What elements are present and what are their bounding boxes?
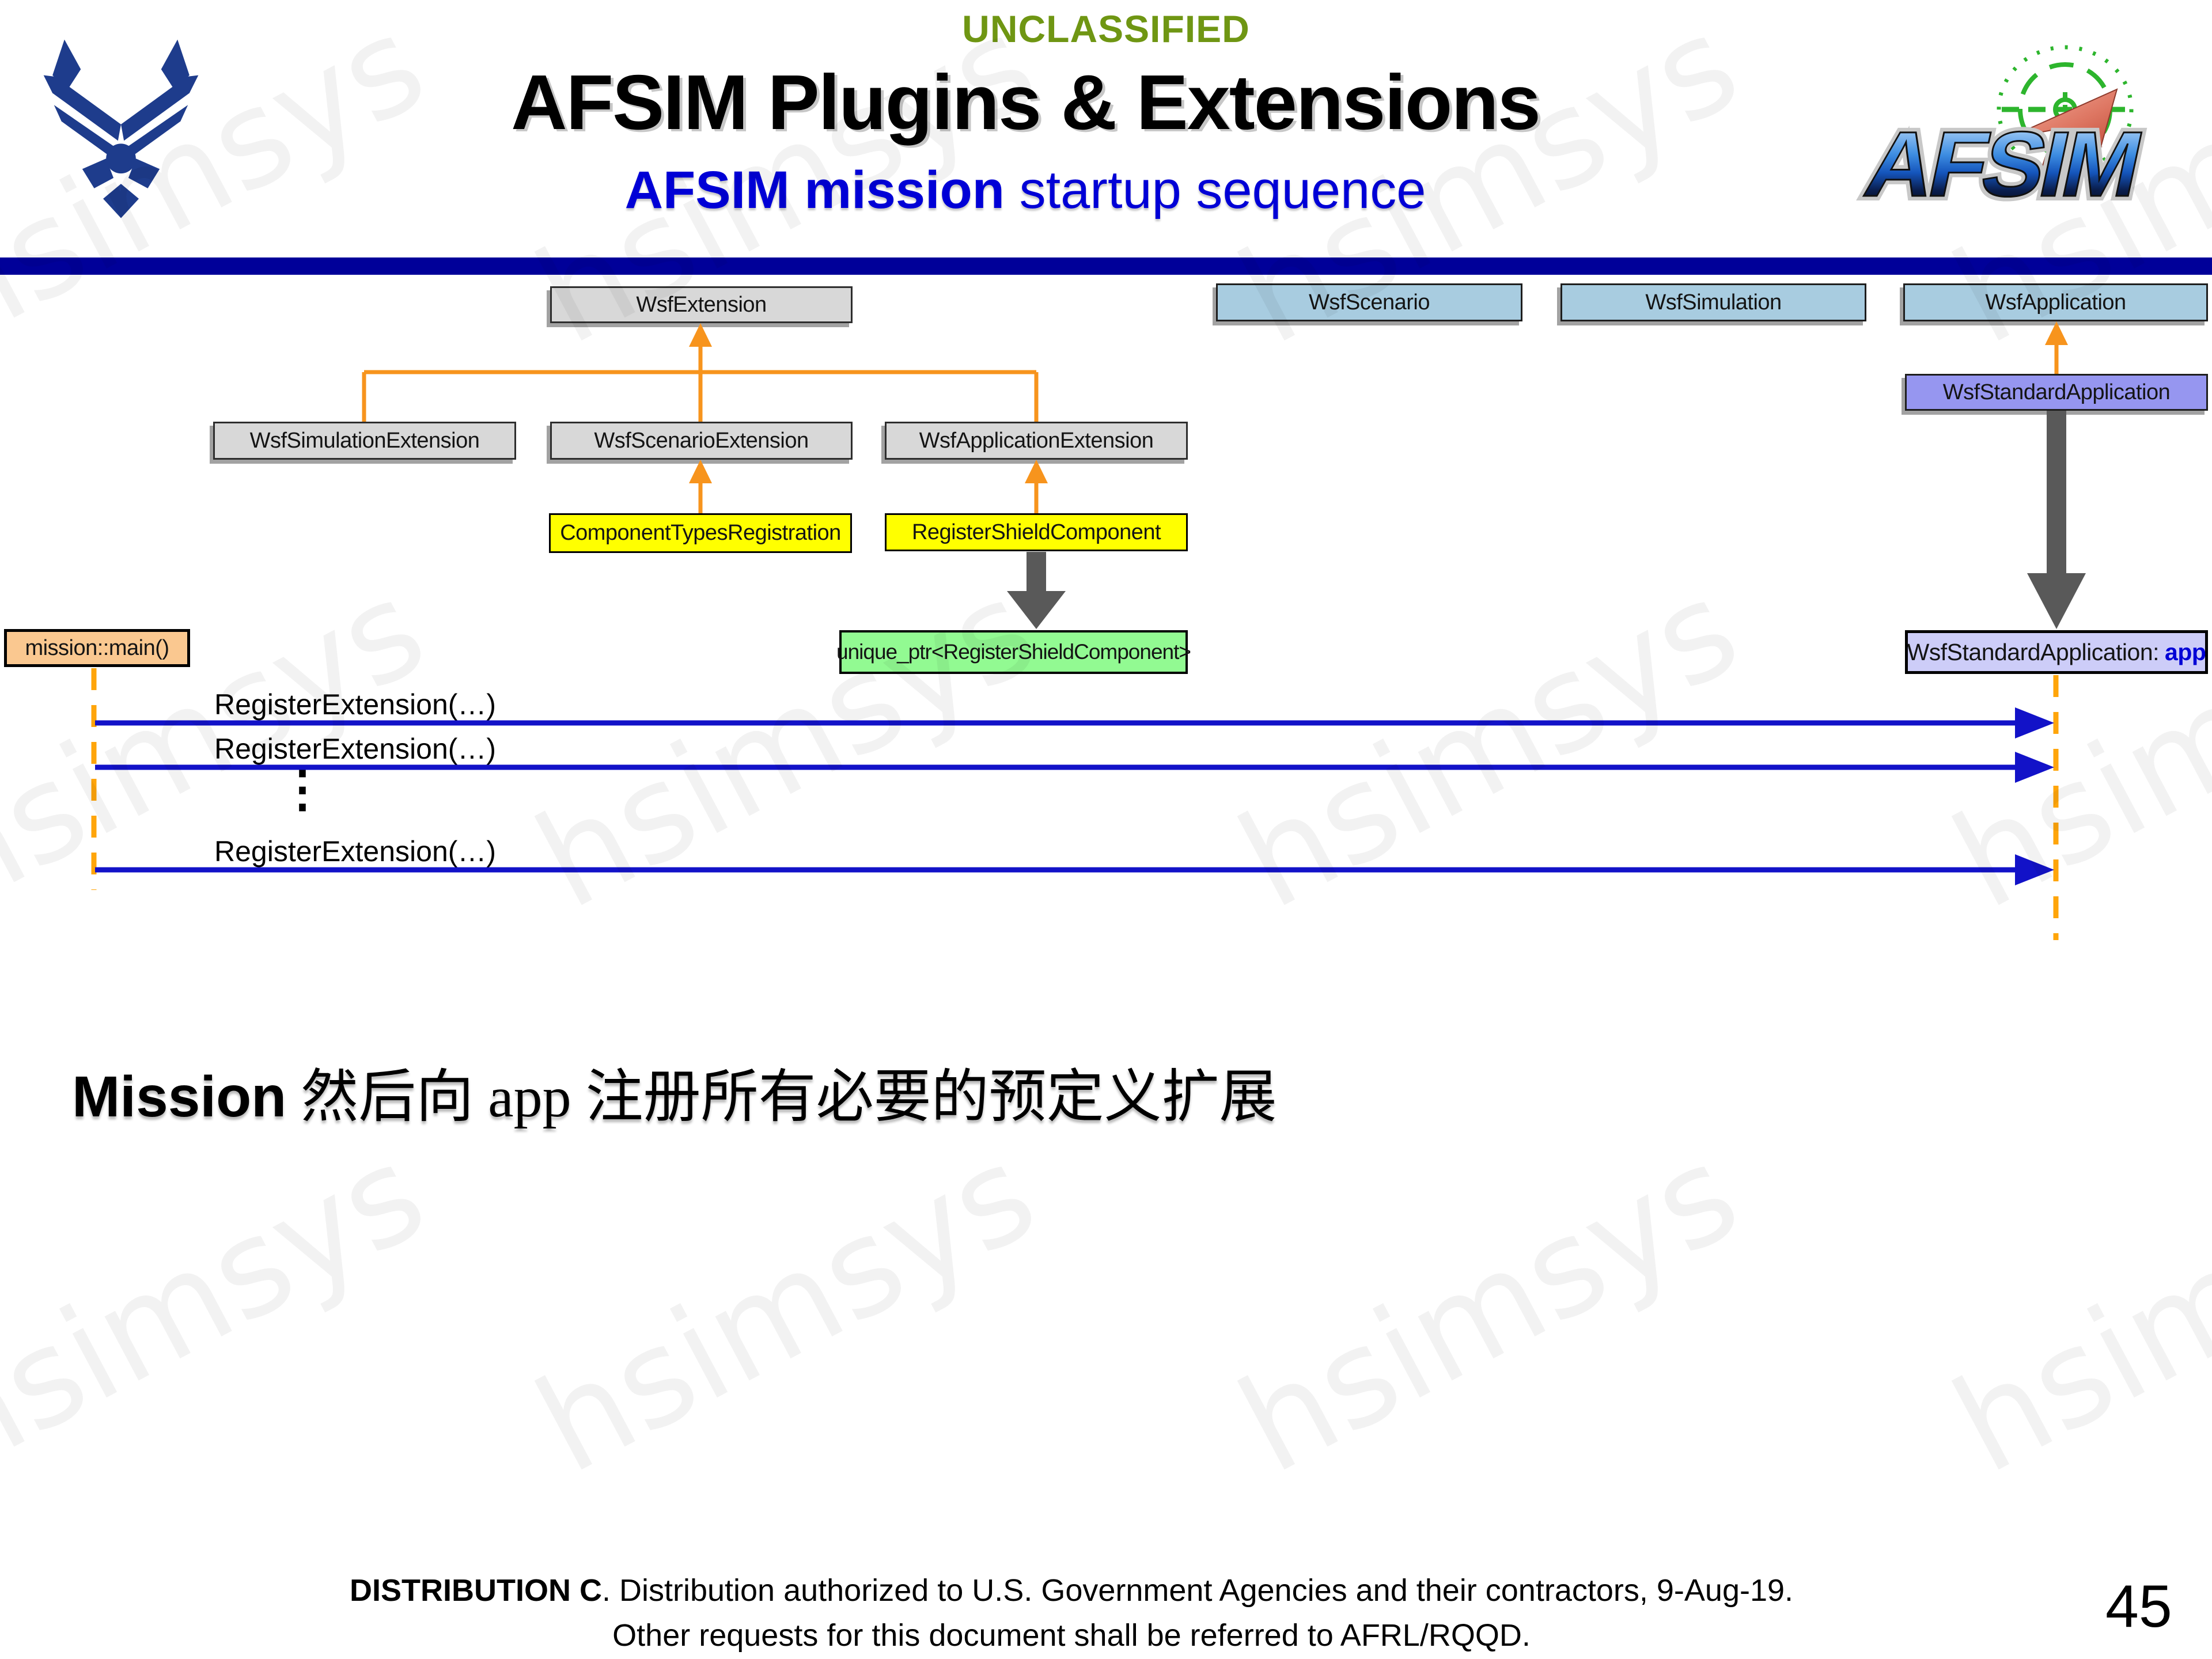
- call-label-register-extension-3: RegisterExtension(…): [214, 835, 497, 868]
- box-wsf-scenario-extension: WsfScenarioExtension: [550, 422, 853, 460]
- air-force-logo: [32, 26, 210, 228]
- call-label-register-extension-2: RegisterExtension(…): [214, 733, 497, 765]
- watermark: hsimsys: [513, 1116, 1059, 1503]
- distribution-line-2: Other requests for this document shall b…: [612, 1618, 1531, 1653]
- subtitle-bold-part: AFSIM mission: [624, 161, 1005, 219]
- caption: Mission 然后向 app 注册所有必要的预定义扩展: [72, 1050, 1277, 1133]
- page-title: AFSIM Plugins & Extensions: [511, 59, 1541, 146]
- afsim-logo: AFSIM AFSIM: [1835, 23, 2172, 230]
- subtitle-rest-part: startup sequence: [1005, 161, 1426, 219]
- box-unique-ptr-register-shield-component: unique_ptr<RegisterShieldComponent>: [836, 630, 1191, 674]
- air-force-wings-icon: [43, 39, 199, 218]
- afsim-logo-graphic: AFSIM AFSIM: [1853, 45, 2153, 221]
- watermark: hsimsys: [1930, 551, 2212, 939]
- box-wsf-standard-application-app: WsfStandardApplication: app: [1905, 630, 2208, 674]
- box-component-types-registration: ComponentTypesRegistration: [549, 513, 852, 553]
- page-subtitle: AFSIM mission startup sequence: [242, 160, 1809, 221]
- box-wsf-application: WsfApplication: [1903, 283, 2208, 321]
- caption-text: 然后向 app 注册所有必要的预定义扩展: [286, 1065, 1277, 1129]
- watermark: hsimsys: [513, 551, 1059, 939]
- box-wsf-standard-application: WsfStandardApplication: [1905, 374, 2208, 411]
- box-register-shield-component: RegisterShieldComponent: [885, 513, 1188, 551]
- afsim-wordmark-fill: AFSIM: [1857, 113, 2149, 216]
- distribution-line1-bold: DISTRIBUTION C: [349, 1573, 602, 1608]
- app-instance-prefix: WsfStandardApplication:: [1907, 638, 2160, 665]
- box-mission-main: mission::main(): [4, 629, 190, 667]
- afsim-wordmark-outline: AFSIM: [1857, 113, 2149, 216]
- vertical-ellipsis: ⋮: [278, 762, 327, 817]
- box-wsf-simulation: WsfSimulation: [1560, 283, 1866, 321]
- page-number: 45: [2105, 1573, 2172, 1640]
- distribution-line1-rest: . Distribution authorized to U.S. Govern…: [601, 1573, 1794, 1608]
- call-arrowheads: [2015, 707, 2054, 885]
- call-label-register-extension-1: RegisterExtension(…): [214, 688, 497, 721]
- box-wsf-scenario: WsfScenario: [1216, 283, 1522, 321]
- header-divider-bar: [0, 257, 2212, 275]
- watermark: hsimsys: [1216, 1116, 1762, 1503]
- box-wsf-extension: WsfExtension: [550, 286, 853, 323]
- watermark: hsimsys: [1216, 551, 1762, 939]
- box-wsf-simulation-extension: WsfSimulationExtension: [213, 422, 516, 460]
- distribution-line-1: DISTRIBUTION C. Distribution authorized …: [0, 1568, 2143, 1613]
- caption-bold: Mission: [72, 1065, 287, 1129]
- paper-plane-icon: [2007, 88, 2118, 168]
- classification-banner: UNCLASSIFIED: [962, 7, 1250, 50]
- distribution-statement: DISTRIBUTION C. Distribution authorized …: [0, 1568, 2143, 1658]
- box-wsf-application-extension: WsfApplicationExtension: [885, 422, 1188, 460]
- watermark: hsimsys: [1930, 1116, 2212, 1503]
- watermark: hsimsys: [0, 1116, 448, 1503]
- afsim-wordmark: AFSIM AFSIM: [1853, 109, 2153, 221]
- app-instance-variable: app: [2165, 638, 2206, 665]
